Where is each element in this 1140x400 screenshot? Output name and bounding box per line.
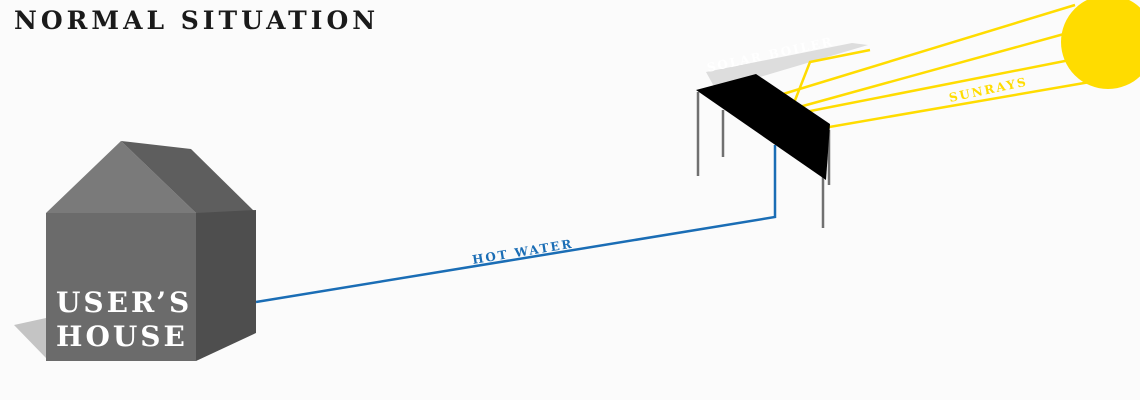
hot-water-pipe	[255, 145, 777, 304]
page-title: NORMAL SITUATION	[14, 6, 380, 35]
house-roof-right	[121, 141, 256, 213]
solar-boiler-icon	[696, 74, 831, 228]
house-side	[196, 210, 256, 361]
hot-water-label: HOT WATER	[471, 237, 574, 267]
sun-icon	[1061, 0, 1140, 89]
house-icon: USER’S HOUSE	[14, 141, 256, 361]
house-front	[46, 213, 196, 361]
house-roof-left	[46, 141, 196, 213]
house-shadow	[14, 318, 46, 358]
house-label-line1: USER’S	[56, 286, 192, 319]
house-label-line2: HOUSE	[56, 320, 188, 353]
sunrays	[769, 3, 1091, 132]
